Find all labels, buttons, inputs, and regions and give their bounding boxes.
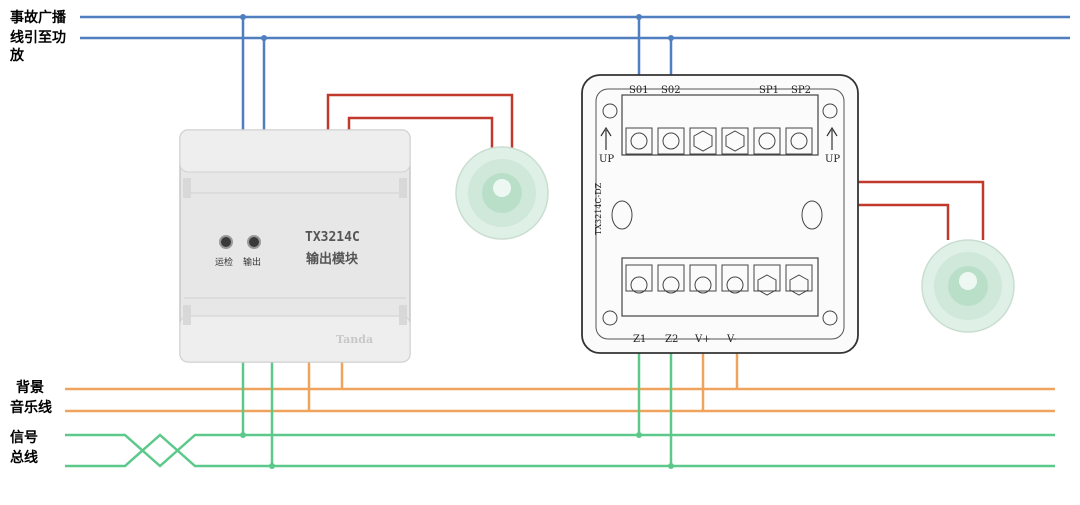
broadcast-line-label: 事故广播 线引至功 放 <box>9 9 67 64</box>
output-led-label: 输出 <box>243 256 261 268</box>
signal-label-line1: 信号 <box>10 429 38 446</box>
terminal-sp1: SP1 <box>759 85 779 96</box>
terminal-v-plus: V+ <box>694 334 711 345</box>
speaker-1 <box>455 146 549 240</box>
top-screws <box>625 127 813 155</box>
junction-dot <box>240 432 246 438</box>
run-led-label: 运检 <box>215 256 233 268</box>
output-led <box>247 235 261 249</box>
base-outer <box>581 74 859 354</box>
signal-wires <box>65 285 1055 469</box>
broadcast-label-line1: 事故广播 <box>10 9 67 26</box>
module-top-band <box>179 129 411 173</box>
junction-dot <box>261 35 267 41</box>
bgm-label-line1: 背景 <box>16 379 44 396</box>
terminal-z2: Z2 <box>665 334 678 345</box>
bgm-label-line2: 音乐线 <box>10 399 52 416</box>
signal-bus-label: 信号 总线 <box>10 429 38 466</box>
terminal-s02: S02 <box>661 85 681 96</box>
junction-dot <box>668 463 674 469</box>
terminal-s01: S01 <box>629 85 649 96</box>
module-model: TX3214C <box>305 230 360 245</box>
module-speaker-wire-2 <box>347 116 494 150</box>
junction-dot <box>269 463 275 469</box>
bgm-line-label: 背景 音乐线 <box>10 379 52 416</box>
up-label-right: UP <box>825 154 840 165</box>
base-model: TX3214C-DZ <box>594 182 603 235</box>
signal-label-line2: 总线 <box>10 449 38 466</box>
output-module: 运检 输出 TX3214C 输出模块 Tanda <box>179 129 411 363</box>
terminal-v-minus: V- <box>726 334 737 345</box>
terminal-sp2: SP2 <box>791 85 811 96</box>
terminal-base: UP UP S01 S02 SP1 SP2 Z1 Z2 V+ V- TX3214… <box>581 74 859 354</box>
module-speaker-wire-1 <box>326 93 514 150</box>
module-name: 输出模块 <box>306 251 359 267</box>
run-led <box>219 235 233 249</box>
brand-logo: Tanda <box>336 333 373 346</box>
module-bottom-band <box>179 315 411 363</box>
broadcast-label-line2: 线引至功 <box>10 29 66 46</box>
speaker-2 <box>921 239 1015 333</box>
junction-dot <box>240 14 246 20</box>
base-inner <box>595 88 845 340</box>
junction-dot <box>636 14 642 20</box>
terminal-z1: Z1 <box>633 334 646 345</box>
broadcast-wires <box>80 14 1070 140</box>
junction-dot <box>668 35 674 41</box>
junction-dot <box>636 432 642 438</box>
signal-bus-2 <box>65 433 1055 468</box>
broadcast-label-line3: 放 <box>9 47 25 64</box>
signal-bus-1 <box>65 433 1055 468</box>
up-label-left: UP <box>599 154 614 165</box>
bottom-screws <box>625 264 813 296</box>
